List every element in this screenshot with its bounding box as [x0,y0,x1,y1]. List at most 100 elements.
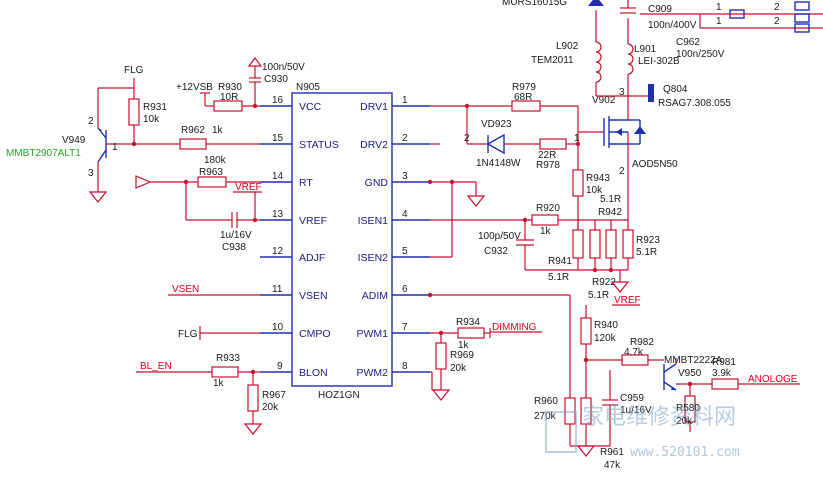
ground-symbol-rt [135,175,152,189]
c930-value: 100n/50V [262,62,305,73]
resistor-r923 [622,229,634,259]
ic-body [291,92,393,387]
r934-value: 1k [458,340,470,351]
resistor-r967 [247,384,259,412]
c930-ref: C930 [264,74,288,85]
ground-symbol-r969 [431,389,451,401]
r922-value: 5.1R [588,290,609,301]
v949-ref: V949 [62,135,86,146]
pin-name-cmpo: CMPO [299,328,331,340]
pin-name-adjf: ADJF [299,252,325,264]
net-flg-top: FLG [124,65,144,76]
isen-network: R920 1k 100p/50V C932 5.1R R942 R941 5.1… [430,194,660,306]
pin-num-4: 4 [402,209,408,220]
ic-ref: N905 [296,82,320,93]
top-cut-part: MURS16015G [502,0,567,8]
pin-name-status: STATUS [299,139,339,151]
resistor-r978 [539,138,567,150]
adim-network: R940 120k R982 4.7k MMBT2222A V950 R981 … [427,292,800,471]
net-dimming: DIMMING [492,322,537,333]
r960-ref: R960 [534,396,558,407]
c909-ref: C909 [648,4,672,15]
connector-pin-d [794,23,810,33]
resistor-r933 [211,366,239,378]
r943-ref: R943 [586,173,610,184]
r979-value: 68R [514,92,532,103]
r580-ref: R580 [676,403,700,414]
r962-ref: R962 [181,125,205,136]
r920-ref: R920 [536,203,560,214]
connector-label-1a: 1 [716,2,722,13]
r941-ref: R941 [548,256,572,267]
ground-symbol-ic [466,195,486,207]
connector-label-2a: 2 [774,2,780,13]
drv1-network: R979 68R 2 VD923 1N4148W 22R R978 1 R943… [430,82,610,230]
pin-name-isen2: ISEN2 [358,252,389,264]
component-q804 [648,84,654,102]
resistor-r922 [605,229,617,259]
r963-ref: R963 [199,167,223,178]
net-flg-cmpo: FLG [178,329,198,340]
c932-value: 100p/50V [478,231,521,242]
connector-pin-c [794,13,810,23]
r979-ref: R979 [512,82,536,93]
blon-network: BL_EN R933 1k R967 20k [136,353,286,435]
status-transistor-network: FLG R931 10k 2 1 3 V949 MMBT2907ALT1 R96… [6,65,260,203]
cmpo-network: FLG [178,326,260,340]
pin-num-1: 1 [402,95,408,106]
r961-ref: R961 [600,447,624,458]
vd923-pin2: 2 [464,133,470,144]
c938-value: 1u/16V [220,230,252,241]
resistor-r962 [179,138,207,150]
ground-symbol-sense [610,281,630,293]
c909-value: 100n/400V [648,20,697,31]
v949-part: MMBT2907ALT1 [6,148,81,159]
watermark-text: 家电维修资料网 [582,405,736,430]
vd923-ref: VD923 [481,119,512,130]
q804-part: RSAG7.308.055 [658,98,731,109]
pin-name-isen1: ISEN1 [358,215,389,227]
resistor-r920 [531,214,559,226]
l902-part: TEM2011 [531,55,574,66]
resistor-r963 [197,176,227,188]
pin-num-16: 16 [272,95,284,106]
watermark-logo-icon [545,411,577,453]
connector-pin-b [794,1,810,11]
l901-ref: L901 [634,44,657,55]
resistor-r943 [572,169,584,197]
pin-num-6: 6 [402,284,408,295]
connector-pin-a [729,9,745,19]
r580-value: 20k [676,416,693,427]
pin-num-2: 2 [402,133,408,144]
r922-ref: R922 [592,277,616,288]
r930-value: 10R [220,92,238,103]
resistor-r969 [435,342,447,370]
r923-value: 5.1R [636,247,657,258]
v902-part: AOD5N50 [632,159,678,170]
r940-value: 120k [594,333,617,344]
pin-name-vcc: VCC [299,101,322,113]
v949-pin3: 3 [88,168,94,179]
l901-part: LEI-302B [638,56,680,67]
pin-num-15: 15 [272,133,284,144]
r982-ref: R982 [630,337,654,348]
r967-ref: R967 [262,390,286,401]
ground-symbol-v949 [88,191,108,203]
vcc-supply-network: +12VSB R930 10R 100n/50V C930 [176,57,305,112]
r920-value: 1k [540,226,552,237]
pin-name-pwm2: PWM2 [357,367,389,379]
pin-name-pwm1: PWM1 [357,328,389,340]
r931-value: 10k [143,114,160,125]
pin-num-9: 9 [277,361,283,372]
c938-ref: C938 [222,242,246,253]
q804-ref: Q804 [663,84,688,95]
pin-num-14: 14 [272,171,284,182]
r940-ref: R940 [594,320,618,331]
ic-n905: N905 HOZ1GN 16 15 14 13 12 11 10 9 VCC S… [260,82,430,401]
resistor-r931 [128,98,140,126]
pin-num-13: 13 [272,209,284,220]
pin-name-blon: BLON [299,367,328,379]
pin-num-8: 8 [402,361,408,372]
c959-ref: C959 [620,393,644,404]
